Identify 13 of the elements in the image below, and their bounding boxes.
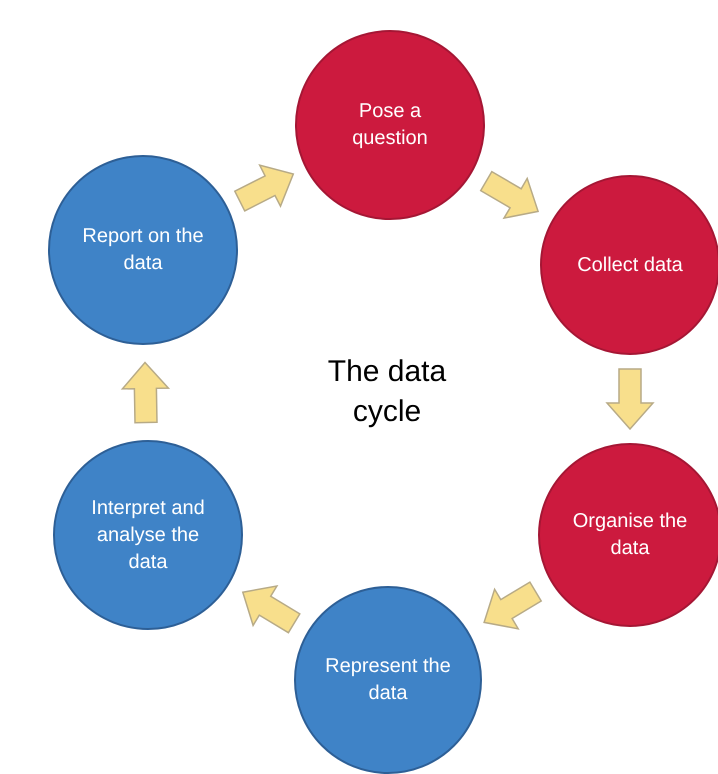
block-arrow bbox=[605, 368, 655, 430]
stage-label: Represent the data bbox=[324, 654, 452, 706]
block-arrow bbox=[234, 164, 294, 212]
block-arrow bbox=[242, 584, 301, 634]
block-arrow bbox=[480, 170, 540, 220]
stage-label: Collect data bbox=[576, 252, 684, 278]
stage-label: Pose a question bbox=[351, 99, 429, 151]
stage-label: Interpret and analyse the data bbox=[90, 496, 206, 574]
stage-label: Report on the data bbox=[81, 224, 205, 276]
block-arrow bbox=[120, 361, 170, 424]
stage-label: Organise the data bbox=[572, 509, 688, 561]
block-arrow bbox=[483, 581, 542, 630]
diagram-title: The data cycle bbox=[326, 354, 448, 430]
